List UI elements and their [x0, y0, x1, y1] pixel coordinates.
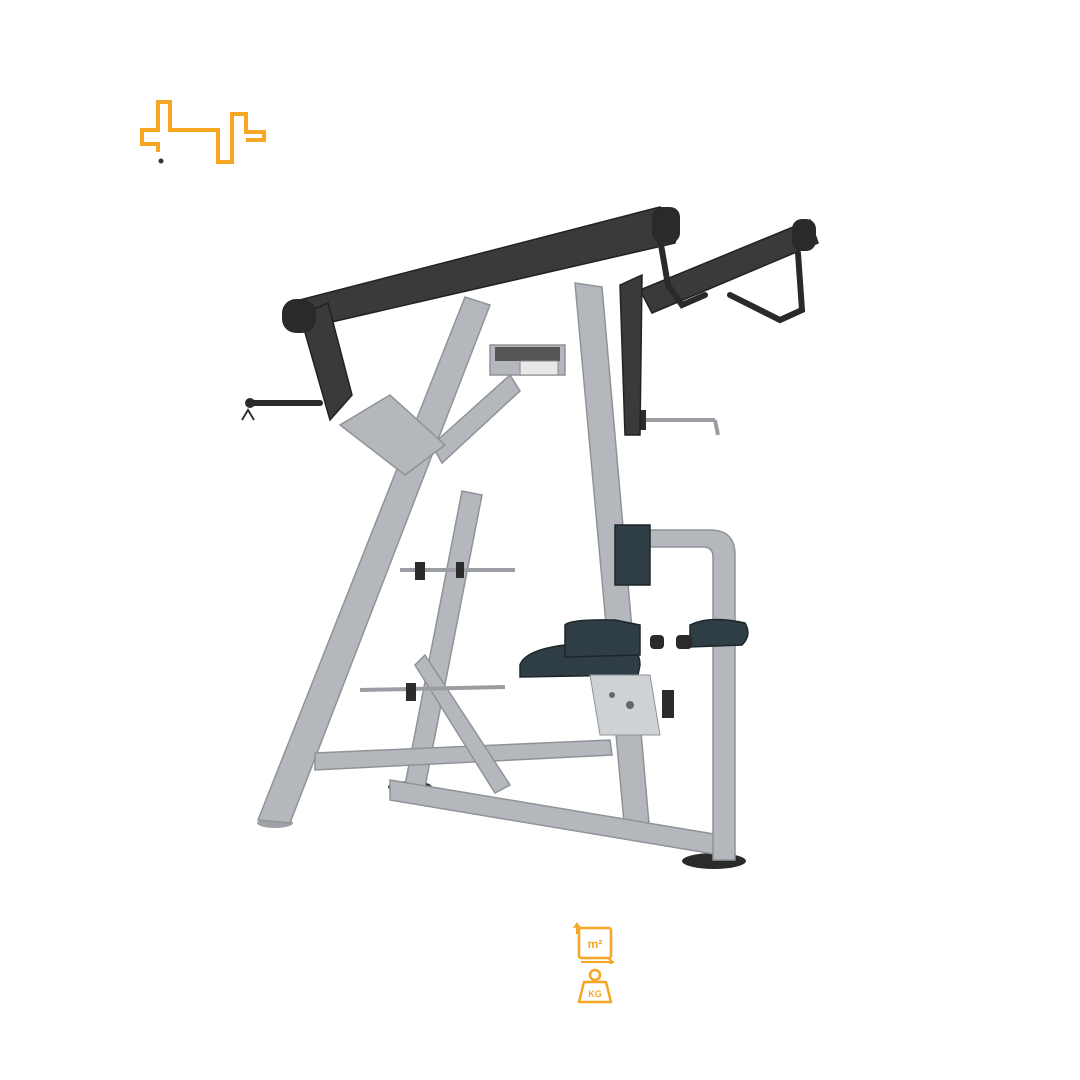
- brand-logo-icon: [140, 100, 266, 164]
- weight-kg-icon: KG: [577, 968, 613, 1004]
- lat-pulldown-machine-image: [241, 206, 819, 869]
- area-m2-icon: m²: [573, 922, 615, 964]
- weight-unit-label: KG: [588, 989, 602, 999]
- area-unit-label: m²: [588, 937, 603, 951]
